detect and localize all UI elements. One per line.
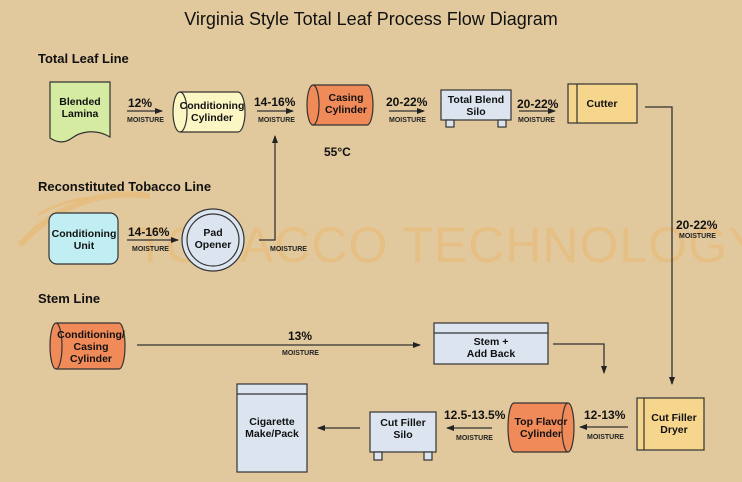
flow-conditioning-to-casing: 14-16% MOISTURE xyxy=(254,95,296,124)
section-total-leaf: Total Leaf Line xyxy=(38,51,129,66)
svg-text:Cylinder: Cylinder xyxy=(520,428,562,440)
node-stem-conditioning-casing-cylinder: Conditioning/ Casing Cylinder xyxy=(49,322,126,370)
flow-silo-to-cutter: 20-22% MOISTURE xyxy=(517,97,559,124)
svg-text:12%: 12% xyxy=(128,96,152,110)
flow-casing-to-silo: 20-22% MOISTURE xyxy=(386,95,428,124)
node-cut-filler-silo: Cut Filler Silo xyxy=(369,411,437,461)
svg-text:20-22%: 20-22% xyxy=(517,97,559,111)
flow-pad-to-conditioning-arrow: MOISTURE xyxy=(259,135,307,253)
svg-text:20-22%: 20-22% xyxy=(386,95,428,109)
svg-text:Conditioning/: Conditioning/ xyxy=(57,329,125,341)
svg-text:20-22%: 20-22% xyxy=(676,218,718,232)
flow-topflavor-to-silo: 12.5-13.5% MOISTURE xyxy=(444,408,506,442)
svg-text:Cut Filler: Cut Filler xyxy=(380,417,426,429)
svg-text:Blended: Blended xyxy=(59,96,100,108)
svg-text:12-13%: 12-13% xyxy=(584,408,626,422)
svg-text:Unit: Unit xyxy=(74,240,95,252)
svg-text:Casing: Casing xyxy=(328,92,363,104)
node-casing-cylinder: Casing Cylinder xyxy=(306,84,374,126)
svg-text:MOISTURE: MOISTURE xyxy=(587,434,624,441)
casing-temperature: 55°C xyxy=(324,145,351,159)
svg-text:MOISTURE: MOISTURE xyxy=(456,435,493,442)
svg-text:MOISTURE: MOISTURE xyxy=(679,233,716,240)
node-stem-add-back: Stem + Add Back xyxy=(433,322,549,365)
page-title: Virginia Style Total Leaf Process Flow D… xyxy=(184,9,558,29)
svg-text:14-16%: 14-16% xyxy=(128,225,170,239)
svg-text:Cylinder: Cylinder xyxy=(325,104,367,116)
svg-text:Dryer: Dryer xyxy=(660,424,687,436)
node-conditioning-unit: Conditioning Unit xyxy=(48,212,119,265)
flow-cutter-to-dryer: 20-22% MOISTURE xyxy=(645,106,718,385)
flow-unit-to-pad: 14-16% MOISTURE xyxy=(127,225,179,253)
svg-text:MOISTURE: MOISTURE xyxy=(270,246,307,253)
node-pad-opener: Pad Opener xyxy=(181,208,245,272)
svg-text:Top Flavor: Top Flavor xyxy=(515,416,568,428)
svg-text:14-16%: 14-16% xyxy=(254,95,296,109)
svg-text:Silo: Silo xyxy=(393,429,412,441)
svg-text:MOISTURE: MOISTURE xyxy=(132,246,169,253)
svg-text:MOISTURE: MOISTURE xyxy=(127,117,164,124)
flow-addback-to-topflavor xyxy=(553,343,607,374)
flow-lamina-to-conditioning: 12% MOISTURE xyxy=(127,96,164,124)
svg-text:Stem +: Stem + xyxy=(474,336,509,348)
svg-text:MOISTURE: MOISTURE xyxy=(389,117,426,124)
svg-text:Opener: Opener xyxy=(195,239,232,251)
node-conditioning-cylinder: Conditioning Cylinder xyxy=(172,91,246,133)
svg-text:MOISTURE: MOISTURE xyxy=(518,117,555,124)
svg-text:Cigarette: Cigarette xyxy=(249,416,295,428)
svg-text:MOISTURE: MOISTURE xyxy=(282,350,319,357)
node-cigarette-make-pack: Cigarette Make/Pack xyxy=(236,383,308,473)
svg-text:Cylinder: Cylinder xyxy=(70,353,112,365)
node-top-flavor-cylinder: Top Flavor Cylinder xyxy=(507,402,575,453)
svg-text:Cutter: Cutter xyxy=(587,98,618,110)
svg-text:12.5-13.5%: 12.5-13.5% xyxy=(444,408,506,422)
node-total-blend-silo: Total Blend Silo xyxy=(440,89,512,128)
svg-text:Cut Filler: Cut Filler xyxy=(651,412,697,424)
svg-text:Add Back: Add Back xyxy=(467,348,516,360)
section-stem: Stem Line xyxy=(38,291,100,306)
svg-text:Total Blend: Total Blend xyxy=(448,94,504,106)
node-cutter: Cutter xyxy=(567,83,638,124)
arrow-up-icon xyxy=(259,135,278,241)
svg-text:Lamina: Lamina xyxy=(62,108,99,120)
svg-text:MOISTURE: MOISTURE xyxy=(258,117,295,124)
svg-text:13%: 13% xyxy=(288,329,312,343)
node-blended-lamina: Blended Lamina xyxy=(49,81,111,143)
svg-text:Cylinder: Cylinder xyxy=(191,112,233,124)
svg-text:Silo: Silo xyxy=(466,106,485,118)
svg-text:Make/Pack: Make/Pack xyxy=(245,428,299,440)
svg-text:Pad: Pad xyxy=(203,227,222,239)
flow-dryer-to-topflavor: 12-13% MOISTURE xyxy=(579,408,628,441)
svg-text:Casing: Casing xyxy=(73,341,108,353)
svg-text:Conditioning: Conditioning xyxy=(52,228,117,240)
leaf-swoosh-icon xyxy=(17,191,151,247)
arrow-down-icon xyxy=(645,106,675,385)
section-reconstituted: Reconstituted Tobacco Line xyxy=(38,179,211,194)
svg-text:Conditioning: Conditioning xyxy=(180,100,245,112)
arrow-down-icon xyxy=(553,343,607,374)
flow-stem-to-addback: 13% MOISTURE xyxy=(137,329,421,357)
node-cut-filler-dryer: Cut Filler Dryer xyxy=(636,397,705,451)
